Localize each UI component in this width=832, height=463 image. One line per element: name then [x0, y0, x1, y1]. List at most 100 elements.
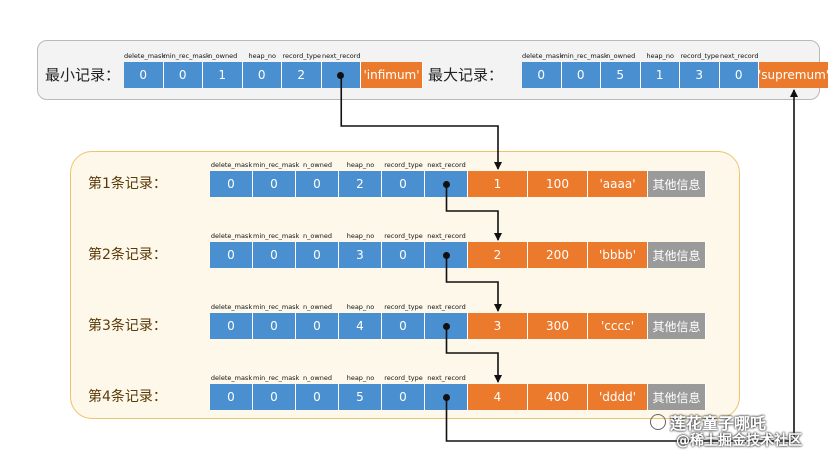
field-header-n-owned: n_owned: [208, 52, 238, 60]
other-info: 其他信息: [648, 171, 706, 197]
field-header-next-record: next_record: [427, 161, 466, 169]
field-header-next-record: next_record: [427, 232, 466, 240]
field-heap-no: 4: [339, 313, 382, 339]
data-col-3: 'aaaa': [588, 171, 648, 197]
field-header-n-owned: n_owned: [303, 374, 332, 382]
field-header-next-record: next_record: [720, 52, 759, 60]
field-delete-mask: 0: [124, 62, 164, 88]
field-header-n-owned: n_owned: [303, 303, 332, 311]
field-record-type: 0: [382, 171, 425, 197]
field-header-heap-no: heap_no: [248, 52, 277, 60]
field-min-rec-mask: 0: [163, 62, 203, 88]
arrow-record-3-to-record-4: [445, 326, 502, 383]
field-header-next-record: next_record: [427, 303, 466, 311]
field-header-delete-mask: delete_mask: [210, 374, 253, 382]
other-info: 其他信息: [648, 242, 706, 268]
data-col-3: 'bbbb': [588, 242, 648, 268]
field-header-min-rec-mask: min_rec_mask: [253, 161, 300, 169]
wechat-icon: [650, 414, 666, 430]
field-header-delete-mask: delete_mask: [210, 232, 253, 240]
field-header-record-type: record_type: [384, 232, 423, 240]
data-col-1: 2: [468, 242, 528, 268]
field-header-n-owned: n_owned: [606, 52, 636, 60]
field-header-delete-mask: delete_mask: [522, 52, 564, 60]
field-header-heap-no: heap_no: [346, 374, 375, 382]
field-heap-no: 0: [242, 62, 282, 88]
row-label: 最大记录：: [428, 66, 504, 84]
field-heap-no: 1: [640, 62, 680, 88]
row-label: 第3条记录：: [88, 318, 167, 334]
field-header-min-rec-mask: min_rec_mask: [163, 52, 210, 60]
field-header-min-rec-mask: min_rec_mask: [561, 52, 608, 60]
watermark-author: 莲花童子哪吒: [670, 414, 767, 433]
data-col-2: 300: [528, 313, 588, 339]
field-header-delete-mask: delete_mask: [210, 161, 253, 169]
data-col-3: 'cccc': [588, 313, 648, 339]
field-heap-no: 3: [339, 242, 382, 268]
arrow-infimum-to-record-1: [340, 75, 502, 170]
field-header-min-rec-mask: min_rec_mask: [253, 374, 300, 382]
field-header-delete-mask: delete_mask: [210, 303, 253, 311]
field-header-record-type: record_type: [384, 374, 423, 382]
field-n-owned: 0: [296, 384, 339, 410]
data-col-3: 'dddd': [588, 384, 648, 410]
row-label: 最小记录：: [45, 66, 121, 84]
field-n-owned: 5: [601, 62, 641, 88]
field-header-record-type: record_type: [384, 161, 423, 169]
field-n-owned: 0: [296, 242, 339, 268]
field-header-next-record: next_record: [427, 374, 466, 382]
row-label: 第4条记录：: [88, 389, 167, 405]
field-heap-no: 5: [339, 384, 382, 410]
field-min-rec-mask: 0: [561, 62, 601, 88]
field-header-min-rec-mask: min_rec_mask: [253, 232, 300, 240]
field-header-heap-no: heap_no: [346, 303, 375, 311]
field-header-delete-mask: delete_mask: [124, 52, 166, 60]
field-record-type: 0: [382, 384, 425, 410]
field-delete-mask: 0: [210, 242, 253, 268]
field-n-owned: 0: [296, 171, 339, 197]
field-header-record-type: record_type: [282, 52, 322, 60]
data-col-1: 'infimum': [361, 62, 423, 88]
field-header-n-owned: n_owned: [303, 232, 332, 240]
arrow-record-2-to-record-3: [445, 255, 502, 312]
field-header-record-type: record_type: [384, 303, 423, 311]
field-header-heap-no: heap_no: [646, 52, 675, 60]
field-min-rec-mask: 0: [253, 384, 296, 410]
field-record-type: 3: [680, 62, 720, 88]
data-col-1: 3: [468, 313, 528, 339]
field-header-next-record: next_record: [322, 52, 361, 60]
field-next-record: 0: [719, 62, 759, 88]
data-col-2: 400: [528, 384, 588, 410]
field-heap-no: 2: [339, 171, 382, 197]
field-record-type: 0: [382, 313, 425, 339]
field-header-record-type: record_type: [680, 52, 720, 60]
row-label: 第1条记录：: [88, 176, 167, 192]
field-delete-mask: 0: [210, 384, 253, 410]
field-record-type: 0: [382, 242, 425, 268]
row-label: 第2条记录：: [88, 247, 167, 263]
field-min-rec-mask: 0: [253, 242, 296, 268]
field-record-type: 2: [282, 62, 322, 88]
data-col-2: 200: [528, 242, 588, 268]
watermark: 莲花童子哪吒: [650, 410, 766, 434]
arrow-record-4-to-supremum: [445, 89, 798, 442]
arrow-record-1-to-record-2: [445, 184, 502, 241]
other-info: 其他信息: [648, 384, 706, 410]
data-col-1: 'supremum': [758, 62, 829, 88]
field-n-owned: 0: [296, 313, 339, 339]
field-min-rec-mask: 0: [253, 313, 296, 339]
watermark-site: @稀土掘金技术社区: [676, 433, 802, 449]
field-min-rec-mask: 0: [253, 171, 296, 197]
field-header-heap-no: heap_no: [346, 161, 375, 169]
field-header-min-rec-mask: min_rec_mask: [253, 303, 300, 311]
field-delete-mask: 0: [210, 313, 253, 339]
field-delete-mask: 0: [210, 171, 253, 197]
field-header-n-owned: n_owned: [303, 161, 332, 169]
field-header-heap-no: heap_no: [346, 232, 375, 240]
data-col-1: 1: [468, 171, 528, 197]
